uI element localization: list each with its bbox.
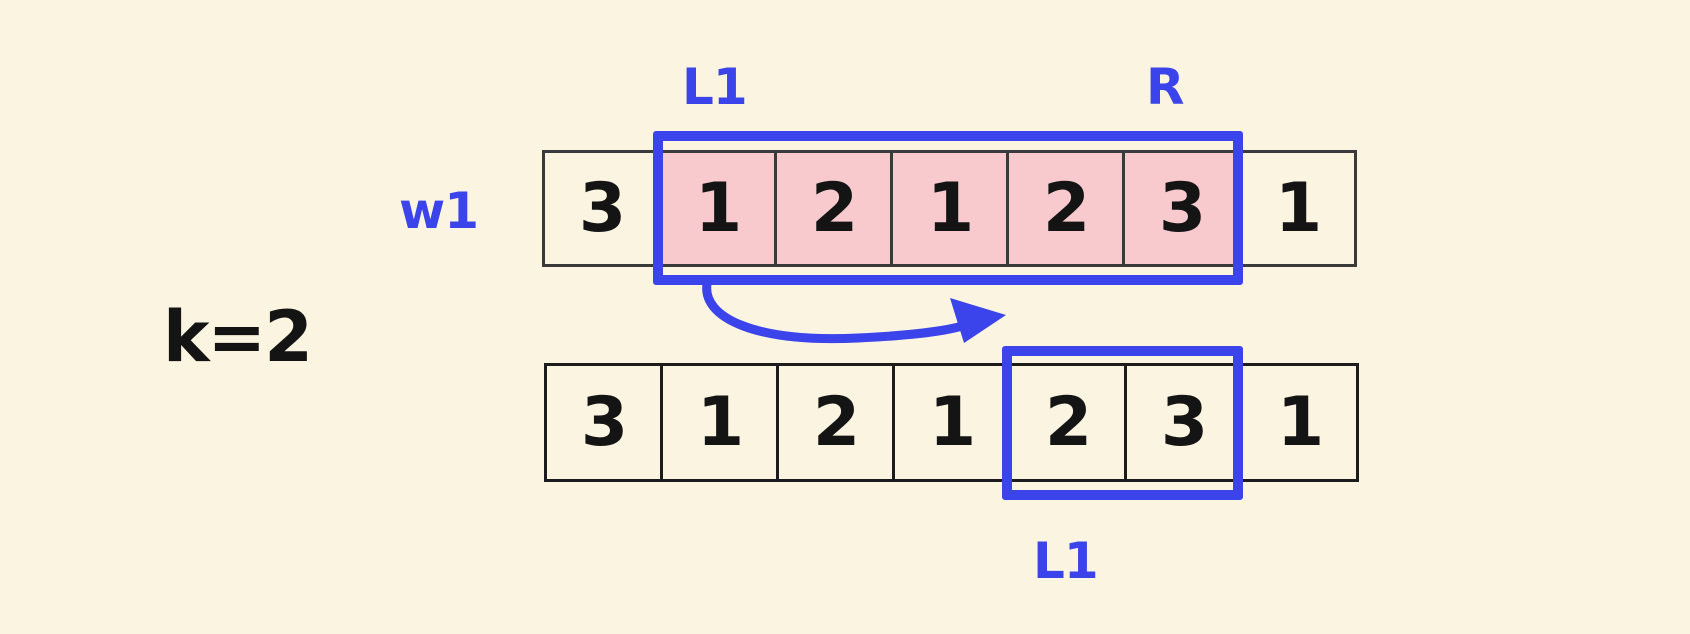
bottom-array-cell: 1 <box>895 366 1011 479</box>
top-array-cell-highlighted: 2 <box>1009 153 1125 264</box>
top-array: 3 1 2 1 2 3 1 <box>542 150 1357 267</box>
top-array-cell: 1 <box>1274 169 1322 248</box>
top-array-cell-highlighted: 3 <box>1125 153 1241 264</box>
top-right-pointer-label: R <box>1146 58 1185 116</box>
bottom-array-cell: 1 <box>1276 383 1324 462</box>
array-name-label: w1 <box>399 182 479 240</box>
top-array-cell: 3 <box>545 153 661 264</box>
top-array-cell-highlighted: 2 <box>777 153 893 264</box>
bottom-array: 3 1 2 1 2 3 1 <box>544 363 1359 482</box>
top-array-cell-highlighted: 1 <box>661 153 777 264</box>
top-array-cell-highlighted: 1 <box>893 153 1009 264</box>
top-left-pointer-label: L1 <box>682 58 748 116</box>
bottom-array-cell: 1 <box>663 366 779 479</box>
k-value-label: k=2 <box>163 296 313 378</box>
bottom-array-cell: 3 <box>547 366 663 479</box>
bottom-array-cell-boxed: 2 <box>1011 366 1127 479</box>
bottom-array-cell-boxed: 3 <box>1127 366 1243 479</box>
bottom-array-cell: 2 <box>779 366 895 479</box>
bottom-pointer-label: L1 <box>1033 532 1099 590</box>
